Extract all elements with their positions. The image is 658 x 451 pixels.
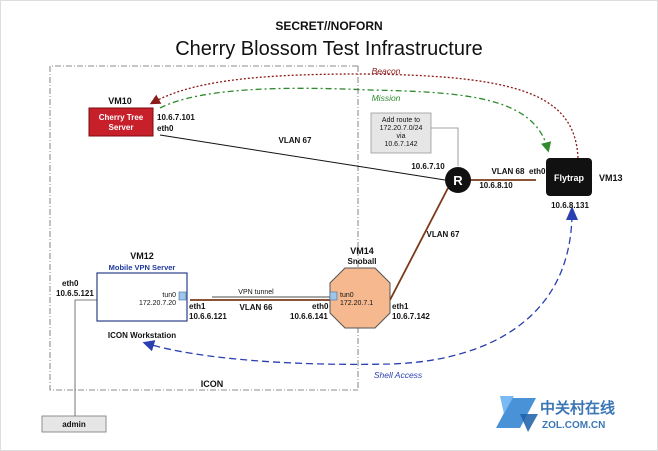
page-title: Cherry Blossom Test Infrastructure <box>175 38 483 60</box>
vm13-ip: 10.6.8.131 <box>551 201 589 210</box>
route-note-line4: 10.6.7.142 <box>384 141 417 148</box>
vm13-flytrap[interactable]: Flytrap eth0 VM13 10.6.8.131 <box>529 158 623 210</box>
classification-banner: SECRET//NOFORN <box>275 19 382 33</box>
vm14-eth0: eth0 <box>312 302 329 311</box>
flytrap-name: Flytrap <box>554 173 585 183</box>
router[interactable]: R 10.6.7.10 10.6.8.10 <box>411 162 513 193</box>
vpn-tunnel-label: VPN tunnel <box>238 289 274 296</box>
icon-zone-label: ICON <box>201 379 224 389</box>
admin-label: admin <box>62 420 86 429</box>
vm12-eth0: eth0 <box>62 279 79 288</box>
vm14-tun-iface: tun0 <box>340 292 354 299</box>
route-note-pointer <box>431 127 459 166</box>
router-symbol: R <box>453 173 463 188</box>
router-ip-left: 10.6.7.10 <box>411 162 445 171</box>
vm10-id: VM10 <box>108 96 132 106</box>
vm12-id: VM12 <box>130 251 154 261</box>
vm14-name: Snoball <box>348 257 377 266</box>
snoball-octagon[interactable] <box>329 267 391 329</box>
vm14-eth0-ip: 10.6.6.141 <box>290 312 328 321</box>
shell-access-arrowhead-top <box>566 206 578 220</box>
beacon-label: Beacon <box>372 66 401 76</box>
vlan67-right-label: VLAN 67 <box>427 230 460 239</box>
vm14-eth1-ip: 10.6.7.142 <box>392 312 430 321</box>
vm10-ip: 10.6.7.101 <box>157 113 195 122</box>
vm12-mobile-vpn-server[interactable]: VM12 Mobile VPN Server tun0 172.20.7.20 … <box>56 251 227 322</box>
vlan67-top-cable <box>159 134 446 181</box>
route-note: Add route to 172.20.7.0/24 via 10.6.7.14… <box>370 112 459 166</box>
shell-access-label: Shell Access <box>374 370 423 380</box>
vm12-eth1-ip: 10.6.6.121 <box>189 312 227 321</box>
admin-node[interactable]: admin <box>41 415 107 433</box>
mission-label: Mission <box>372 93 401 103</box>
vm13-iface: eth0 <box>529 167 546 176</box>
cherry-tree-box[interactable] <box>88 107 154 137</box>
route-note-line2: 172.20.7.0/24 <box>380 125 423 132</box>
icon-zone-boundary <box>49 65 358 391</box>
beacon-link <box>149 73 579 159</box>
vm14-snoball[interactable]: VM14 Snoball tun0 172.20.7.1 eth0 10.6.6… <box>290 246 430 329</box>
vm12-tun-ip: 172.20.7.20 <box>139 300 176 307</box>
snoball-tun-port <box>329 291 338 301</box>
vm14-tun-ip: 172.20.7.1 <box>340 300 373 307</box>
mission-link <box>159 87 552 153</box>
vm14-eth1: eth1 <box>392 302 409 311</box>
router-ip-right: 10.6.8.10 <box>479 181 513 190</box>
vm12-box[interactable] <box>96 272 188 322</box>
vm13-id: VM13 <box>599 173 623 183</box>
vm12-tun-port <box>178 291 187 301</box>
admin-box[interactable] <box>41 415 107 433</box>
vm10-cherry-tree-server[interactable]: VM10 Cherry Tree Server 10.6.7.101 eth0 <box>88 96 195 137</box>
vlan66-label: VLAN 66 <box>240 303 273 312</box>
route-note-line3: via <box>397 133 406 140</box>
vm14-id: VM14 <box>350 246 374 256</box>
route-note-box <box>370 112 432 154</box>
shell-access-link <box>142 214 573 366</box>
vm12-tun-iface: tun0 <box>162 292 176 299</box>
route-note-line1: Add route to <box>382 117 420 124</box>
icon-workstation-label: ICON Workstation <box>108 331 176 340</box>
vm12-name: Mobile VPN Server <box>109 263 176 272</box>
cherry-tree-name-line2: Server <box>109 123 134 132</box>
cherry-tree-name-line1: Cherry Tree <box>99 113 144 122</box>
vlan67-right-cable <box>389 187 449 301</box>
zol-watermark-en: ZOL.COM.CN <box>542 420 605 431</box>
flytrap-box[interactable] <box>546 158 592 196</box>
vlan68-label: VLAN 68 <box>492 167 525 176</box>
vm10-iface: eth0 <box>157 124 174 133</box>
zol-logo-icon <box>496 396 538 432</box>
router-circle[interactable] <box>445 167 471 193</box>
vm12-eth1: eth1 <box>189 302 206 311</box>
zol-watermark: 中关村在线 ZOL.COM.CN <box>496 396 615 432</box>
vm12-eth0-ip: 10.6.5.121 <box>56 289 94 298</box>
vlan67-top-label: VLAN 67 <box>279 136 312 145</box>
zol-watermark-cn: 中关村在线 <box>540 399 615 417</box>
